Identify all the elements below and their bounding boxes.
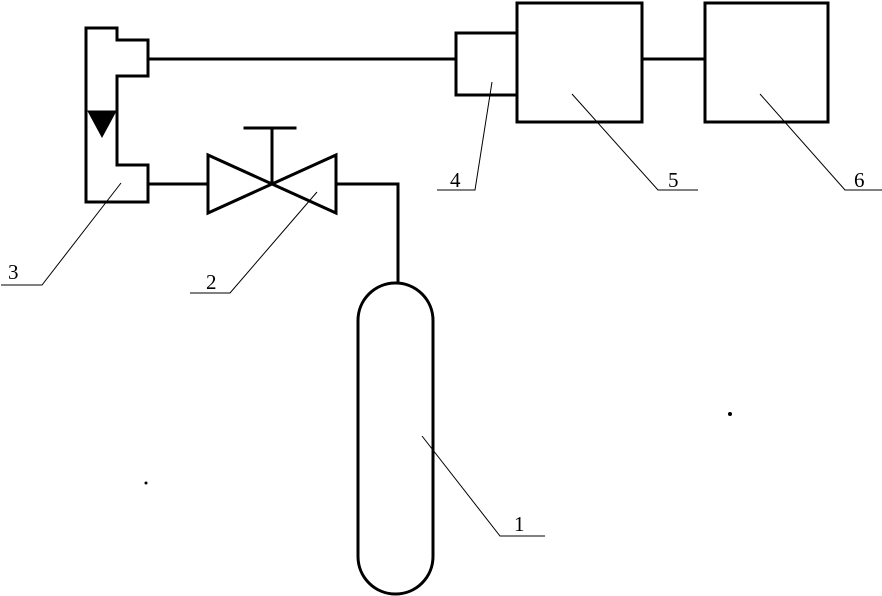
leader-line-1 xyxy=(421,435,545,537)
flowmeter xyxy=(84,26,150,204)
label-valve: 2 xyxy=(206,270,217,294)
computer-box xyxy=(703,1,830,124)
analyzer-box xyxy=(515,1,644,124)
label-sensor: 4 xyxy=(450,168,461,192)
callout-labels: 3 2 4 5 6 1 xyxy=(8,168,865,536)
leader-line-5 xyxy=(571,93,698,191)
leader-line-4 xyxy=(437,81,493,191)
sensor-box xyxy=(454,31,519,97)
pipes xyxy=(146,57,707,285)
label-flowmeter: 3 xyxy=(8,260,19,284)
flowmeter-float-icon xyxy=(87,110,117,139)
leader-line-2 xyxy=(190,191,318,294)
gas-cylinder xyxy=(356,281,435,596)
label-computer: 6 xyxy=(854,168,865,192)
scan-specks xyxy=(144,412,732,485)
valve xyxy=(206,126,338,216)
label-analyzer: 5 xyxy=(668,168,679,192)
label-cylinder: 1 xyxy=(514,512,525,536)
leader-lines xyxy=(1,81,882,537)
pipe-valve-to-cylinder xyxy=(334,182,400,285)
leader-line-6 xyxy=(759,93,882,191)
leader-line-3 xyxy=(1,182,122,286)
